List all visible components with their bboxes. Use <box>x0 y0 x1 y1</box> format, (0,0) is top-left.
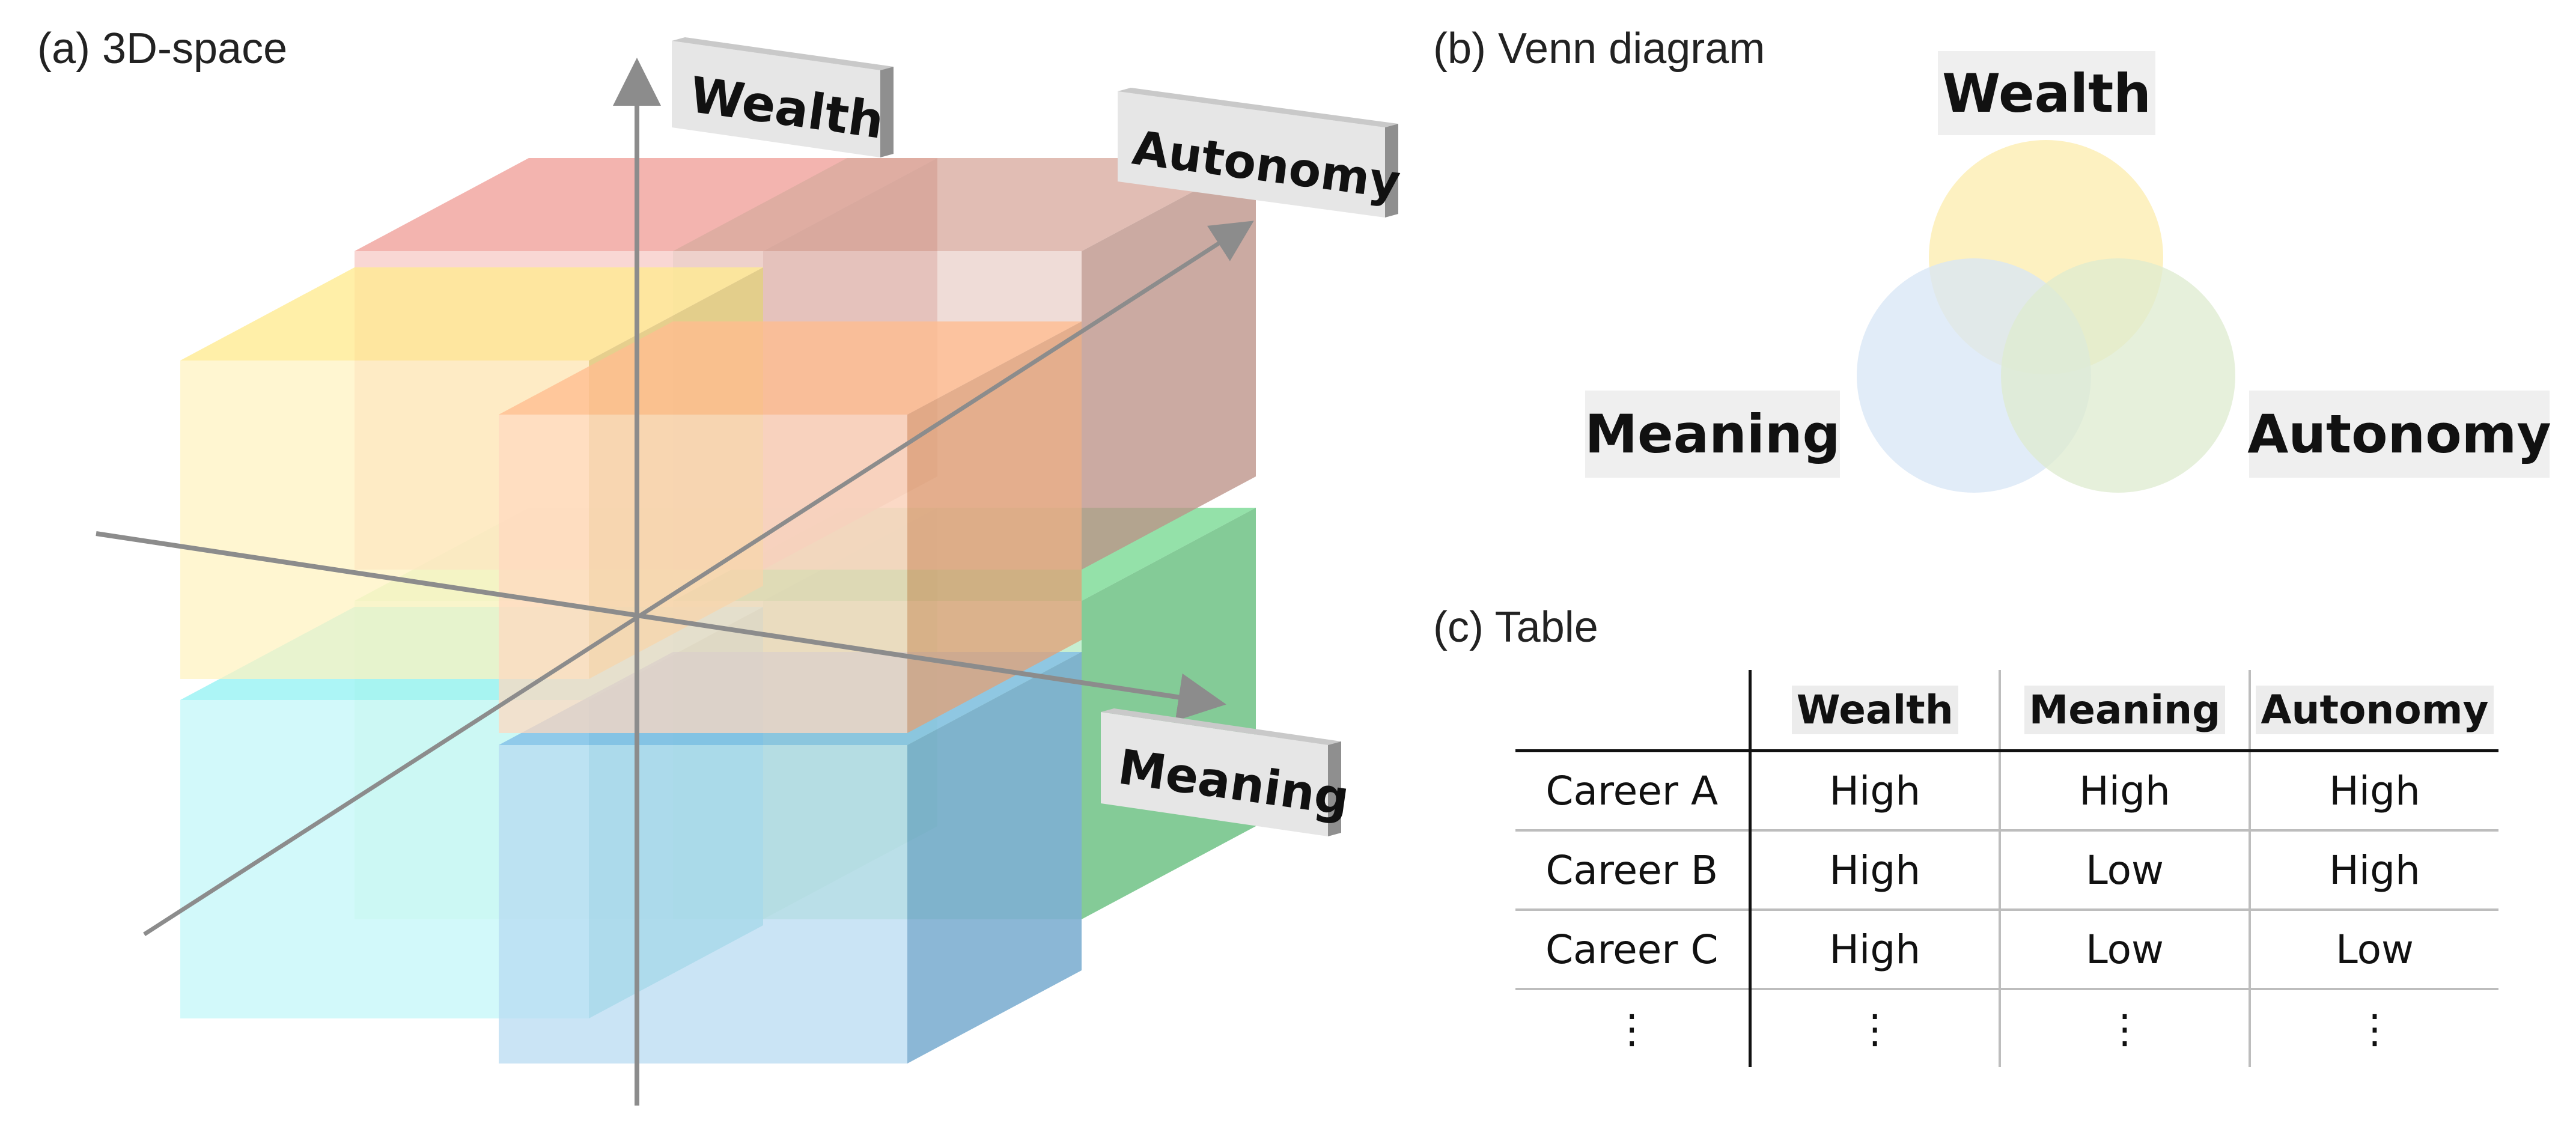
venn-label-wealth: Wealth <box>1938 51 2155 135</box>
axes-layer <box>96 58 1254 1106</box>
career-table: Wealth Meaning Autonomy Career A High Hi… <box>1515 670 2498 1067</box>
table-cell: High <box>1750 750 2001 832</box>
cubes-layer <box>180 158 1256 1064</box>
table-header-row: Wealth Meaning Autonomy <box>1515 670 2498 752</box>
cube-bottom-front-right-side-face <box>907 652 1082 1064</box>
cube-top-front-right-top-face <box>499 321 1082 415</box>
table-row: Career C High Low Low <box>1515 910 2498 990</box>
table-cell: ⋮ <box>2355 1005 2395 1052</box>
cube-top-front-right-side-face <box>907 321 1082 733</box>
table-cell: High <box>1750 910 2001 990</box>
horizontal-axis <box>96 531 1226 721</box>
table-cell: Low <box>2000 830 2251 911</box>
table-cell: ⋮ <box>2000 989 2251 1067</box>
venn-circle-autonomy <box>2001 258 2235 493</box>
table-header-cell: Autonomy <box>2250 670 2498 752</box>
table-cell: High <box>2250 830 2498 911</box>
panel-c-title: (c) Table <box>1433 603 1598 651</box>
table-cell: Career B <box>1515 830 1752 911</box>
wealth-axis-plate: Wealth <box>672 37 894 157</box>
panel-b-title: (b) Venn diagram <box>1433 25 1765 73</box>
table-row: Career A High High High <box>1515 750 2498 832</box>
table-header-cell: Meaning <box>2000 670 2251 752</box>
table-cell: High <box>1750 830 2001 911</box>
cube-top-front-left-top-face <box>180 267 763 361</box>
depth-axis <box>143 221 1254 936</box>
table-cell: High <box>2000 750 2251 832</box>
autonomy-axis-plate: Autonomy <box>1118 88 1403 218</box>
table-cell: High <box>2250 750 2498 832</box>
table-cell: Career C <box>1515 910 1752 990</box>
cube-bottom-front-right-front-face <box>499 745 907 1064</box>
venn-label-meaning: Meaning <box>1585 391 1841 478</box>
venn-diagram <box>1857 140 2235 493</box>
table-header-cell <box>1515 670 1752 752</box>
table-row: Career B High Low High <box>1515 830 2498 911</box>
table-header-cell: Wealth <box>1750 670 2001 752</box>
table-cell: ⋮ <box>1750 989 2001 1067</box>
table-cell: Career A <box>1515 750 1752 832</box>
table-row: ⋮ ⋮ ⋮ ⋮ <box>1515 989 2498 1067</box>
venn-label-autonomy: Autonomy <box>2247 391 2551 478</box>
space-3d-diagram: Wealth Autonomy Meaning <box>96 37 1403 1106</box>
table-cell: ⋮ <box>1515 989 1752 1067</box>
table-cell: Low <box>2000 910 2251 990</box>
cube-top-back-right-top-face <box>673 158 1256 251</box>
cube-top-front-left-front-face <box>180 361 589 679</box>
cube-bottom-front-left-front-face <box>180 700 589 1018</box>
table-cell: Low <box>2250 910 2498 990</box>
panel-a-title: (a) 3D-space <box>37 25 288 73</box>
